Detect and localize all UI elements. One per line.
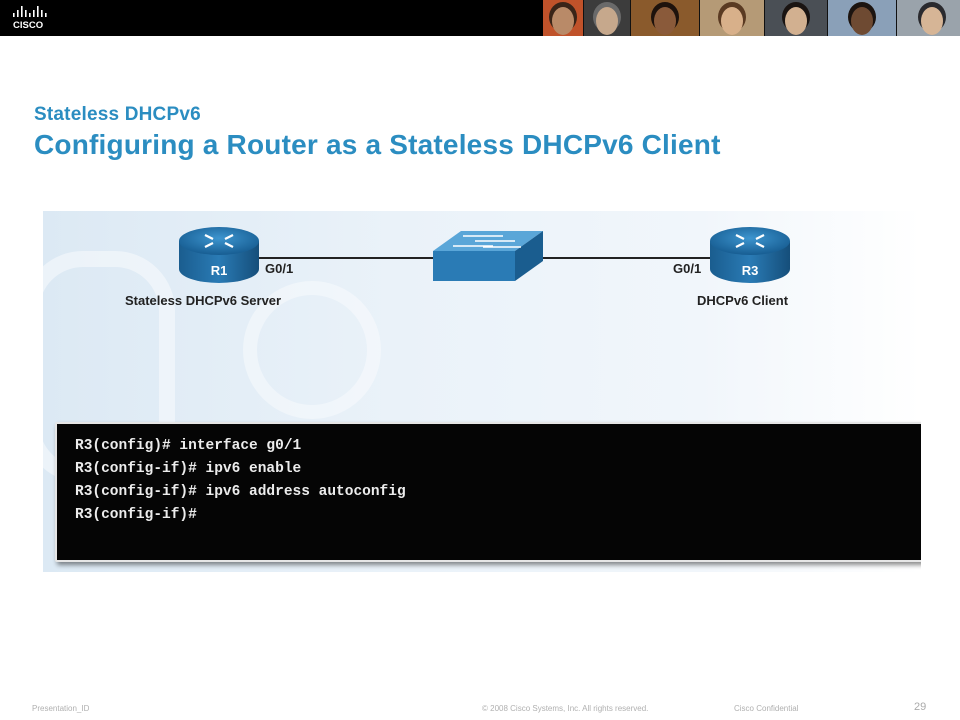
banner-photo — [584, 0, 631, 36]
photo-face — [552, 7, 574, 35]
banner-photo — [828, 0, 897, 36]
cli-line: R3(config-if)# ipv6 address autoconfig — [75, 484, 406, 500]
photo-face — [851, 7, 873, 35]
cli-terminal: R3(config)# interface g0/1 R3(config-if)… — [55, 422, 921, 562]
router-r3-icon: R3 — [710, 227, 790, 283]
photo-face — [721, 7, 743, 35]
section-title: Stateless DHCPv6 — [34, 104, 201, 125]
presentation-id: Presentation_ID — [32, 704, 90, 713]
page-number: 29 — [914, 701, 927, 713]
r3-interface-label: G0/1 — [673, 261, 702, 276]
confidential-notice: Cisco Confidential — [734, 704, 799, 713]
banner-photo — [543, 0, 584, 36]
cisco-logo: CISCO — [13, 6, 47, 31]
top-banner: CISCO — [0, 0, 960, 36]
banner-photo — [897, 0, 960, 36]
photo-face — [920, 7, 943, 35]
router-r3-name: R3 — [742, 263, 759, 278]
cisco-wordmark: CISCO — [13, 20, 43, 31]
network-figure: R1 R3 G0/1 Stateless DHCPv6 Server G0/1 … — [43, 211, 921, 572]
r1-role-label: Stateless DHCPv6 Server — [125, 293, 282, 308]
network-topology: R1 R3 — [179, 227, 790, 283]
photo-face — [785, 7, 807, 35]
photo-face — [596, 7, 618, 35]
cli-line: R3(config-if)# ipv6 enable — [75, 461, 302, 477]
copyright-notice: © 2008 Cisco Systems, Inc. All rights re… — [482, 704, 649, 713]
banner-photo — [631, 0, 700, 36]
switch-icon — [433, 231, 543, 281]
r3-role-label: DHCPv6 Client — [697, 293, 789, 308]
cli-line: R3(config-if)# — [75, 507, 197, 523]
banner-photo — [765, 0, 828, 36]
slide-title: Configuring a Router as a Stateless DHCP… — [34, 129, 721, 160]
r1-interface-label: G0/1 — [265, 261, 294, 276]
router-r1-name: R1 — [211, 263, 228, 278]
cli-line: R3(config)# interface g0/1 — [75, 438, 302, 454]
router-r1-icon: R1 — [179, 227, 259, 283]
banner-photo — [700, 0, 765, 36]
photo-strip — [543, 0, 960, 36]
photo-face — [654, 7, 676, 35]
